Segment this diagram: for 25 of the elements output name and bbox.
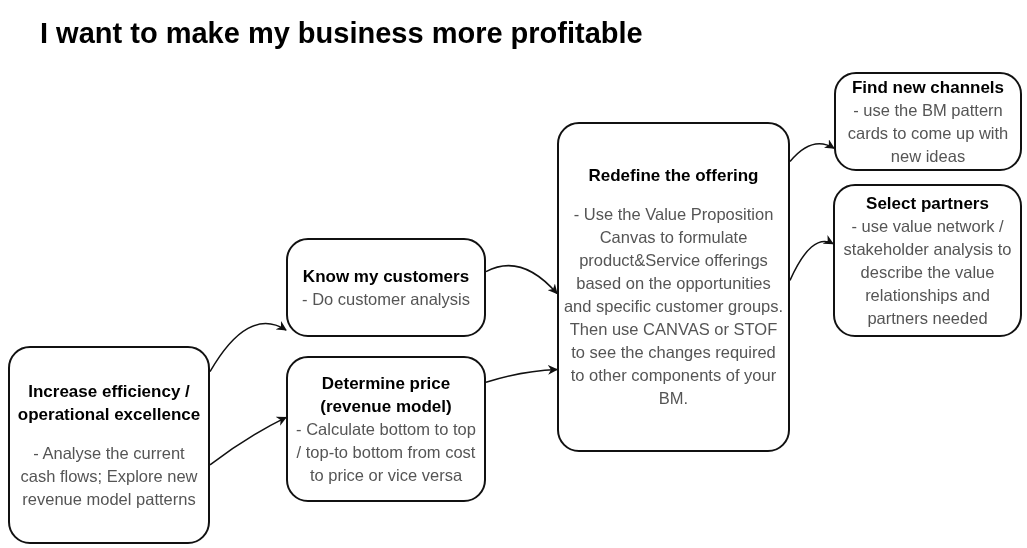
box-heading: Find new channels: [851, 76, 1005, 99]
box-heading: Select partners: [866, 192, 989, 215]
process-box: [833, 184, 1022, 337]
arrow: [789, 235, 834, 282]
box-description: - Calculate bottom to top / top-to bottom from cost to price or vice versa: [295, 418, 477, 486]
box-heading: Know my customers: [302, 265, 470, 288]
process-box: [8, 346, 210, 544]
box-heading: Determine price (revenue model): [319, 372, 453, 418]
box-description: - use the BM pattern cards to come up with new ideas: [846, 99, 1010, 167]
process-box: [286, 238, 486, 337]
box-description: - Use the Value Proposition Canvas to formulate product&Service offerings based on the opportunities and specific customer groups. Then use CANVAS or STOF to see the changes required to other components of your BM.: [563, 204, 784, 409]
arrow: [485, 264, 558, 295]
arrow: [789, 139, 835, 163]
process-box: [557, 122, 790, 452]
box-description: - Do customer analysis: [302, 288, 470, 310]
arrow: [209, 321, 287, 373]
box-heading: Increase efficiency / operational excellence: [16, 380, 202, 426]
title: I want to make my business more profitable: [40, 16, 643, 51]
box-description: - Analyse the current cash flows; Explore new revenue model patterns: [19, 442, 199, 510]
process-box: [286, 356, 486, 502]
box-description: - use value network / stakeholder analysis to describe the value relationships and partners needed: [842, 215, 1013, 329]
box-heading: Redefine the offering: [588, 165, 759, 187]
arrow: [209, 416, 287, 466]
process-box: [834, 72, 1022, 171]
arrow: [485, 364, 558, 384]
